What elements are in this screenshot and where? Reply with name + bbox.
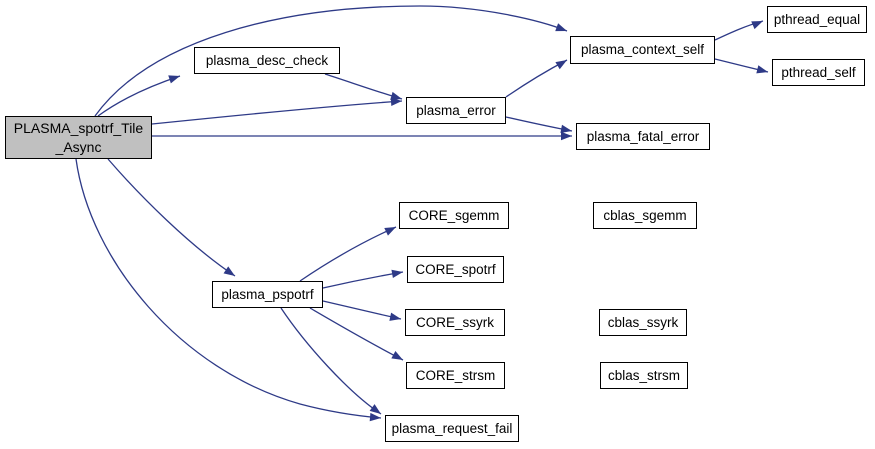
node-label-plasma_fatal_error: plasma_fatal_error — [586, 128, 700, 144]
arrowhead-plasma_request_fail — [369, 404, 381, 414]
node-label-CORE_strsm: CORE_strsm — [415, 367, 496, 383]
node-label-plasma_desc_check: plasma_desc_check — [205, 52, 329, 68]
arrowhead-CORE_strsm — [391, 350, 403, 360]
edge-plasma_pspotrf-to-CORE_spotrf — [322, 271, 404, 289]
edge-root-to-plasma_request_fail — [75, 158, 382, 419]
arrowhead-plasma_pspotrf — [223, 266, 235, 276]
node-label-cblas_sgemm: cblas_sgemm — [603, 207, 687, 223]
node-cblas_ssyrk[interactable]: cblas_ssyrk — [599, 309, 687, 336]
node-plasma_pspotrf[interactable]: plasma_pspotrf — [212, 281, 323, 308]
edge-root-to-plasma_error — [151, 100, 403, 125]
node-plasma_request_fail[interactable]: plasma_request_fail — [385, 415, 519, 442]
node-label-CORE_ssyrk: CORE_ssyrk — [415, 314, 494, 330]
node-CORE_ssyrk[interactable]: CORE_ssyrk — [405, 309, 505, 336]
node-label-pthread_self: pthread_self — [781, 64, 856, 80]
edge-plasma_desc_check-to-plasma_error — [324, 73, 403, 100]
arrowhead-group — [168, 21, 768, 422]
arrowhead-CORE_sgemm — [384, 227, 396, 236]
node-pthread_self[interactable]: pthread_self — [772, 59, 865, 86]
node-CORE_spotrf[interactable]: CORE_spotrf — [407, 256, 504, 283]
edge-plasma_pspotrf-to-plasma_request_fail — [280, 307, 382, 415]
arrowhead-CORE_ssyrk — [389, 312, 401, 321]
node-label-plasma_pspotrf: plasma_pspotrf — [221, 286, 314, 302]
edge-root-to-plasma_desc_check — [97, 75, 181, 117]
node-cblas_sgemm[interactable]: cblas_sgemm — [593, 202, 697, 229]
node-cblas_strsm[interactable]: cblas_strsm — [600, 362, 688, 389]
node-plasma_context_self[interactable]: plasma_context_self — [570, 36, 715, 64]
edge-plasma_pspotrf-to-CORE_ssyrk — [322, 300, 402, 320]
arrowhead-plasma_request_fail — [369, 412, 381, 422]
node-label-root: PLASMA_spotrf_Tile _Async — [13, 119, 144, 155]
arrowhead-CORE_spotrf — [391, 269, 403, 279]
edge-plasma_pspotrf-to-CORE_sgemm — [299, 226, 397, 282]
node-CORE_sgemm[interactable]: CORE_sgemm — [399, 202, 509, 229]
node-CORE_strsm[interactable]: CORE_strsm — [406, 362, 505, 389]
node-label-cblas_strsm: cblas_strsm — [607, 367, 680, 383]
arrowhead-pthread_equal — [751, 21, 763, 30]
node-label-pthread_equal: pthread_equal — [773, 11, 861, 27]
arrowhead-plasma_fatal_error — [560, 124, 572, 134]
arrowhead-plasma_error — [390, 91, 402, 101]
node-plasma_error[interactable]: plasma_error — [406, 97, 506, 124]
node-label-plasma_error: plasma_error — [416, 102, 496, 118]
node-plasma_fatal_error[interactable]: plasma_fatal_error — [576, 123, 710, 150]
node-root[interactable]: PLASMA_spotrf_Tile _Async — [5, 116, 152, 159]
arrowhead-pthread_self — [756, 65, 768, 74]
node-label-cblas_ssyrk: cblas_ssyrk — [607, 314, 679, 330]
node-pthread_equal[interactable]: pthread_equal — [767, 6, 867, 33]
edge-root-to-plasma_pspotrf — [107, 158, 236, 277]
node-label-plasma_context_self: plasma_context_self — [580, 42, 705, 58]
node-label-CORE_spotrf: CORE_spotrf — [415, 261, 496, 277]
node-plasma_desc_check[interactable]: plasma_desc_check — [194, 47, 340, 74]
arrowhead-plasma_context_self — [555, 23, 567, 32]
edge-plasma_pspotrf-to-CORE_strsm — [309, 307, 404, 361]
arrowhead-plasma_context_self — [555, 60, 567, 70]
node-label-plasma_request_fail: plasma_request_fail — [391, 420, 513, 436]
node-label-CORE_sgemm: CORE_sgemm — [408, 207, 500, 223]
arrowhead-plasma_desc_check — [168, 75, 180, 84]
edge-root-to-plasma_context_self — [94, 5, 568, 117]
arrowhead-plasma_fatal_error — [561, 131, 572, 141]
